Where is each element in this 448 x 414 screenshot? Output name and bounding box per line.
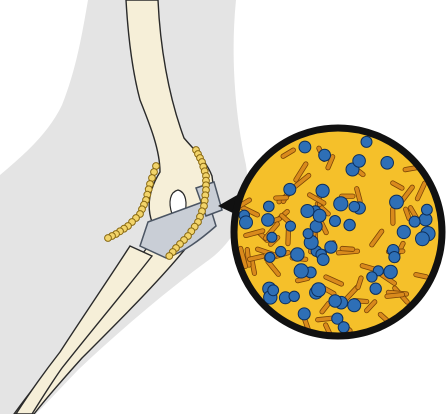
coccus-bacterium [325,241,337,253]
coccus-bacterium [370,283,381,294]
coccus-bacterium [312,283,326,297]
coccus-bacterium [298,308,310,320]
coccus-bacterium [262,214,275,227]
coccus-bacterium [286,221,296,231]
coccus-bacterium [334,197,348,211]
coccus-bacterium [240,216,253,229]
coccus-bacterium [264,201,275,212]
magnified-biofilm-view [233,128,442,337]
coccus-bacterium [349,201,360,212]
coccus-bacterium [330,216,341,227]
coccus-bacterium [291,248,304,261]
coccus-bacterium [267,232,277,242]
coccus-bacterium [294,264,308,278]
antibiotic-bead [105,235,112,242]
coccus-bacterium [265,252,275,262]
coccus-bacterium [389,252,400,263]
coccus-bacterium [397,225,410,238]
coccus-bacterium [353,155,366,168]
coccus-bacterium [338,322,349,333]
coccus-bacterium [276,246,286,256]
coccus-bacterium [348,299,361,312]
coccus-bacterium [301,205,314,218]
antibiotic-bead [166,253,173,260]
coccus-bacterium [384,265,397,278]
coccus-bacterium [316,184,329,197]
coccus-bacterium [303,229,313,239]
coccus-bacterium [284,183,296,195]
rod-bacterium [390,207,395,225]
coccus-bacterium [361,136,372,147]
coccus-bacterium [381,157,394,170]
coccus-bacterium [416,232,430,246]
coccus-bacterium [299,141,311,153]
coccus-bacterium [268,285,279,296]
coccus-bacterium [367,272,377,282]
coccus-bacterium [390,195,404,209]
coccus-bacterium [344,219,355,230]
coccus-bacterium [317,254,329,266]
coccus-bacterium [319,149,331,161]
coccus-bacterium [329,295,341,307]
coccus-bacterium [289,291,299,301]
coccus-bacterium [409,216,420,227]
coccus-bacterium [422,204,433,215]
rod-bacterium [274,195,289,200]
rod-bacterium [340,246,355,251]
coccus-bacterium [313,209,326,222]
